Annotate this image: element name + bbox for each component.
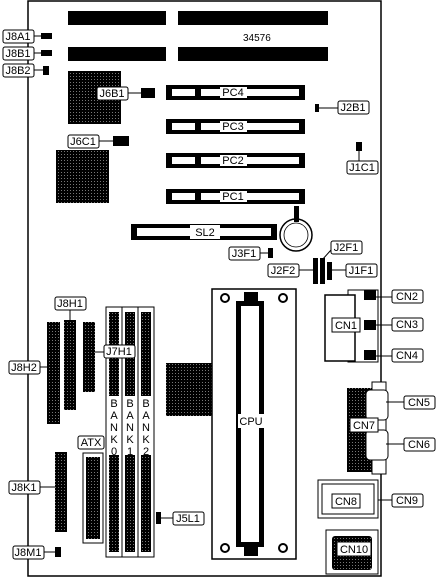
label-j8k1: J8K1 <box>11 482 36 494</box>
bank0-l1: A <box>110 410 118 422</box>
slot-label-pc1: PC1 <box>222 191 243 203</box>
cn9-label: CN9 <box>396 495 418 507</box>
bank2-l0: B <box>142 398 149 410</box>
jumper-j8b1: J8B1 <box>2 46 52 61</box>
connector-cn7: CN7 <box>347 381 389 475</box>
label-j8b1: J8B1 <box>5 48 30 60</box>
pci-slot-pc3: PC3 <box>166 119 305 134</box>
pci-slot-pc4: PC4 <box>166 85 305 100</box>
jumper-j5l1: J5L1 <box>156 511 205 526</box>
cpu-label: CPU <box>239 416 262 428</box>
jumper-j8h2: J8H2 <box>8 360 47 375</box>
connector-cn1: CN1 <box>324 289 379 363</box>
bank0-l2: N <box>110 422 118 434</box>
jumper-j8m1: J8M1 <box>12 545 61 560</box>
connector-cn5: CN5 <box>386 395 436 410</box>
label-j6b1: J6B1 <box>99 88 124 100</box>
slot-label-pc4: PC4 <box>222 87 243 99</box>
connector-cn9: CN9 <box>378 493 424 508</box>
jumper-j2f1: J2F1 <box>321 240 363 261</box>
bank1-l4: 1 <box>127 446 133 458</box>
label-j3f1: J3F1 <box>232 248 256 260</box>
chip-lower <box>166 363 219 416</box>
memory-bank-2: B A N K 2 <box>137 306 155 558</box>
battery-icon <box>279 206 313 252</box>
label-j8m1: J8M1 <box>15 547 42 559</box>
label-j2f2: J2F2 <box>271 265 295 277</box>
connector-cn4: CN4 <box>376 348 424 363</box>
jumper-j8k1: J8K1 <box>8 480 55 495</box>
bank1-l2: N <box>126 422 134 434</box>
jumper-j1f1: J1F1 <box>332 263 378 278</box>
slot-label-sl2: SL2 <box>195 227 215 239</box>
cn6-label: CN6 <box>408 439 430 451</box>
slot-sl2: SL2 <box>131 224 277 240</box>
jumper-j7h1: J7H1 <box>95 344 136 359</box>
label-j8b2: J8B2 <box>5 65 30 77</box>
jumper-j1c1: J1C1 <box>346 142 379 175</box>
board-model: 34576 <box>243 33 271 44</box>
bank1-l3: K <box>126 434 134 446</box>
slot-label-pc3: PC3 <box>222 121 243 133</box>
label-j8h1: J8H1 <box>57 298 83 310</box>
bank0-l0: B <box>110 398 117 410</box>
chip-middle <box>56 150 109 203</box>
cn7-label: CN7 <box>353 420 375 432</box>
header-j8k <box>55 452 67 532</box>
cpu-socket: CPU <box>211 288 297 560</box>
bank2-l2: N <box>142 422 150 434</box>
label-j8a1: J8A1 <box>5 31 30 43</box>
bank1-l1: A <box>126 410 134 422</box>
slot-label-pc2: PC2 <box>222 155 243 167</box>
label-j2b1: J2B1 <box>340 102 365 114</box>
atx-label: ATX <box>81 437 102 449</box>
atx-power-connector: ATX <box>77 435 105 544</box>
jumper-j8h1: J8H1 <box>54 296 87 320</box>
jumper-j3f1: J3F1 <box>228 246 273 261</box>
cn4-label: CN4 <box>396 350 418 362</box>
jumper-j6c1: J6C1 <box>67 134 129 149</box>
connector-cn8: CN8 <box>317 479 379 519</box>
pci-slot-pc1: PC1 <box>166 189 305 204</box>
label-j8h2: J8H2 <box>11 362 37 374</box>
label-j1c1: J1C1 <box>349 162 375 174</box>
bank0-l4: 0 <box>111 446 117 458</box>
jumper-j8a1: J8A1 <box>2 29 52 44</box>
jumper-j8b2: J8B2 <box>2 63 49 78</box>
label-j5l1: J5L1 <box>176 513 200 525</box>
jumper-j6b1: J6B1 <box>96 86 155 101</box>
cn3-label: CN3 <box>396 319 418 331</box>
connector-cn2: CN2 <box>376 289 424 304</box>
cn5-label: CN5 <box>408 397 430 409</box>
top-slots <box>68 11 328 61</box>
label-j7h1: J7H1 <box>106 346 132 358</box>
bank2-l3: K <box>142 434 150 446</box>
cn2-label: CN2 <box>396 291 418 303</box>
connector-cn10: CN10 <box>325 529 379 575</box>
header-j8h <box>47 320 95 424</box>
cn10-label: CN10 <box>340 544 368 556</box>
pci-slot-pc2: PC2 <box>166 153 305 168</box>
connector-cn6: CN6 <box>386 437 436 452</box>
bank2-l4: 2 <box>143 446 149 458</box>
bank1-l0: B <box>126 398 133 410</box>
cn1-label: CN1 <box>335 320 357 332</box>
bank2-l1: A <box>142 410 150 422</box>
board-outline <box>27 0 382 577</box>
cn8-label: CN8 <box>335 496 357 508</box>
label-j1f1: J1F1 <box>349 265 373 277</box>
connector-cn3: CN3 <box>376 317 424 332</box>
jumper-j2b1: J2B1 <box>315 100 370 115</box>
jumper-header-cluster <box>313 258 332 284</box>
bank0-l3: K <box>110 434 118 446</box>
label-j6c1: J6C1 <box>70 136 96 148</box>
label-j2f1: J2F1 <box>334 242 358 254</box>
jumper-j2f2: J2F2 <box>267 263 313 278</box>
